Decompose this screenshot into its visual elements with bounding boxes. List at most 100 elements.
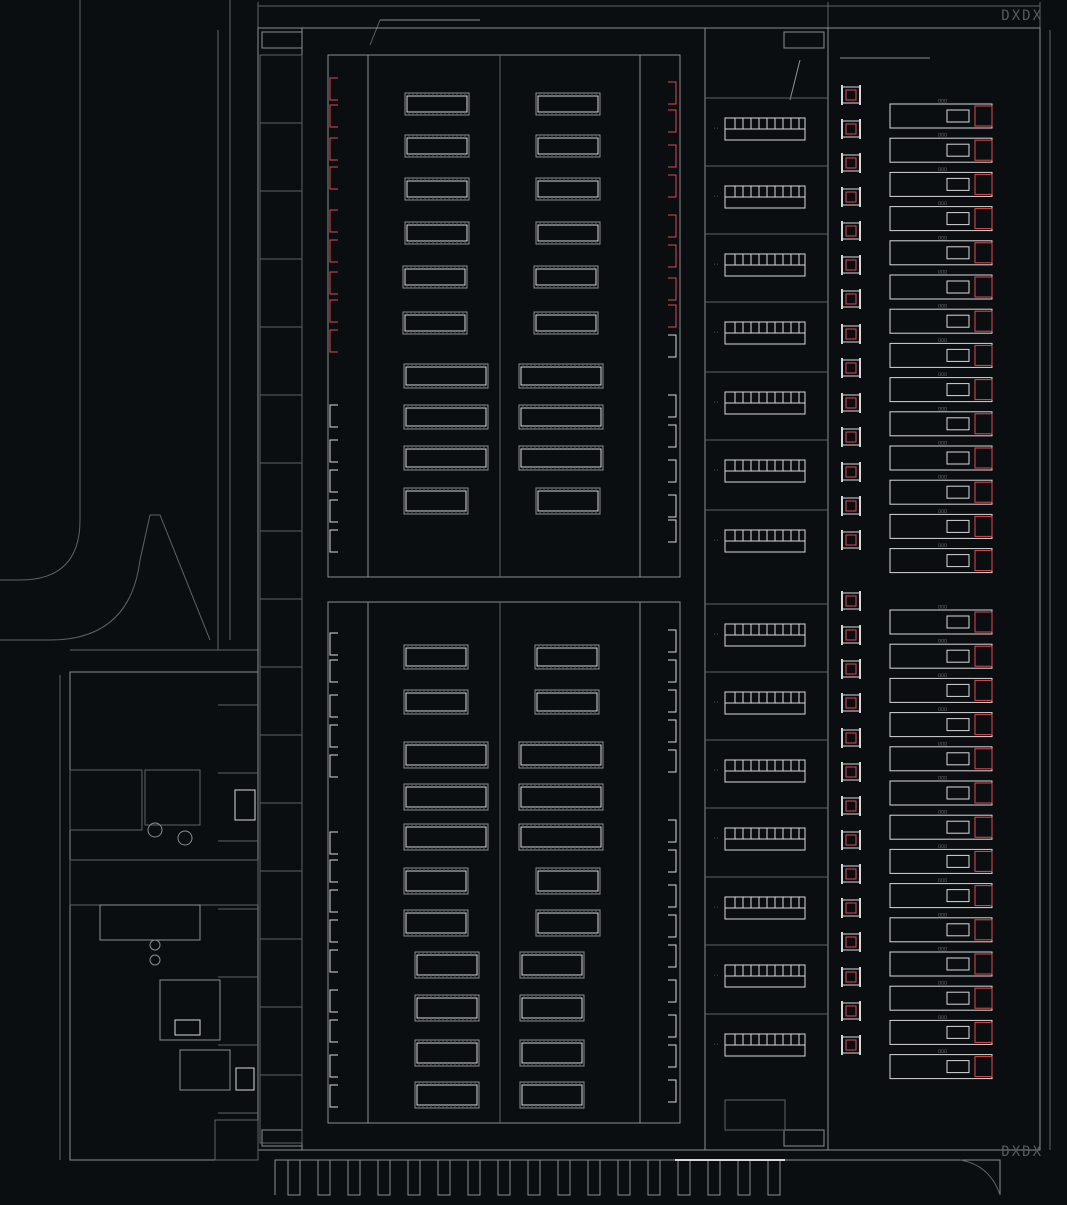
svg-text:▢▢▢: ▢▢▢ bbox=[938, 775, 947, 781]
dock-door bbox=[329, 271, 338, 295]
rack-row bbox=[534, 689, 600, 715]
dock-door bbox=[329, 1084, 338, 1108]
dock-door bbox=[668, 244, 677, 268]
dock-door bbox=[329, 632, 338, 656]
truck-stall bbox=[889, 780, 993, 806]
dock-door bbox=[668, 277, 677, 301]
apron-bay bbox=[587, 1159, 601, 1196]
forklift-icon bbox=[841, 626, 861, 644]
equipment-column: ···························· bbox=[705, 97, 828, 1131]
svg-text:▢▢▢: ▢▢▢ bbox=[938, 337, 947, 343]
west-dock-cell bbox=[259, 870, 303, 940]
rack-row bbox=[519, 1039, 585, 1067]
west-dock-cell bbox=[259, 394, 303, 464]
dock-door bbox=[668, 494, 677, 518]
dock-door bbox=[668, 519, 677, 543]
hall-outline bbox=[327, 54, 681, 578]
dock-door bbox=[329, 1054, 338, 1078]
rack-row bbox=[518, 404, 604, 430]
apron-bay bbox=[347, 1159, 361, 1196]
dock-door bbox=[329, 1019, 338, 1043]
rack-row bbox=[403, 783, 489, 811]
svg-text:▢▢▢: ▢▢▢ bbox=[938, 946, 947, 952]
svg-text:▢▢▢: ▢▢▢ bbox=[938, 604, 947, 610]
apron-bay bbox=[647, 1159, 661, 1196]
dock-door bbox=[329, 724, 338, 748]
rack-row bbox=[518, 783, 604, 811]
svg-text:▢▢▢: ▢▢▢ bbox=[938, 372, 947, 378]
apron-bay bbox=[287, 1159, 301, 1196]
svg-text:··: ·· bbox=[713, 1042, 719, 1048]
truck-stall bbox=[889, 445, 993, 471]
apron-bay bbox=[377, 1159, 391, 1196]
apron-bay bbox=[407, 1159, 421, 1196]
truck-stall bbox=[889, 814, 993, 840]
west-dock-cell bbox=[259, 122, 303, 192]
apron-bay bbox=[557, 1159, 571, 1196]
dock-door bbox=[668, 109, 677, 133]
loading-apron bbox=[274, 1159, 1001, 1196]
truck-stall bbox=[889, 609, 993, 635]
truck-stall bbox=[889, 848, 993, 874]
rack-row bbox=[518, 363, 604, 389]
apron-bay bbox=[707, 1159, 721, 1196]
dock-door bbox=[329, 469, 338, 493]
truck-stall bbox=[889, 411, 993, 437]
rack-row bbox=[403, 363, 489, 389]
rack-row bbox=[535, 867, 601, 895]
corner-mark-bottom: DXDX bbox=[1001, 1144, 1043, 1160]
rack-row bbox=[414, 951, 480, 979]
truck-stall bbox=[889, 643, 993, 669]
truck-stall bbox=[889, 677, 993, 703]
truck-stall bbox=[889, 342, 993, 368]
svg-text:▢▢▢: ▢▢▢ bbox=[938, 638, 947, 644]
forklift-icon bbox=[841, 831, 861, 849]
dock-doors bbox=[329, 77, 677, 1108]
site-context bbox=[0, 0, 1051, 1160]
rack-row bbox=[519, 951, 585, 979]
office-block bbox=[69, 671, 259, 1161]
west-dock-cell bbox=[259, 462, 303, 532]
svg-text:▢▢▢: ▢▢▢ bbox=[938, 1014, 947, 1020]
svg-text:▢▢▢: ▢▢▢ bbox=[938, 1049, 947, 1055]
truck-stall bbox=[889, 712, 993, 738]
dock-door bbox=[329, 439, 338, 463]
west-dock-cell bbox=[259, 530, 303, 600]
apron-bay bbox=[527, 1159, 541, 1196]
forklift-icon bbox=[841, 290, 861, 308]
dock-door bbox=[668, 1044, 677, 1068]
west-dock-cell bbox=[259, 54, 303, 124]
svg-text:▢▢▢: ▢▢▢ bbox=[938, 707, 947, 713]
office-outline bbox=[69, 671, 259, 1161]
apron-bay bbox=[737, 1159, 751, 1196]
tank-icon bbox=[177, 830, 193, 846]
dock-door bbox=[329, 659, 338, 683]
west-dock-cell bbox=[259, 734, 303, 804]
west-dock-cell bbox=[259, 666, 303, 736]
forklift-icon bbox=[841, 729, 861, 747]
svg-text:▢▢▢: ▢▢▢ bbox=[938, 980, 947, 986]
truck-stall bbox=[889, 883, 993, 909]
forklift-icons bbox=[841, 85, 861, 1055]
svg-text:▢▢▢: ▢▢▢ bbox=[938, 303, 947, 309]
svg-text:··: ·· bbox=[713, 400, 719, 406]
svg-text:··: ·· bbox=[713, 262, 719, 268]
west-dock-cell bbox=[259, 598, 303, 668]
dock-door bbox=[329, 831, 338, 855]
forklift-icon bbox=[841, 359, 861, 377]
forklift-icon bbox=[841, 120, 861, 138]
building-shell bbox=[257, 27, 1041, 1151]
rack-row bbox=[403, 689, 469, 715]
forklift-icon bbox=[841, 531, 861, 549]
forklift-icon bbox=[841, 497, 861, 515]
svg-text:··: ·· bbox=[713, 538, 719, 544]
forklift-icon bbox=[841, 933, 861, 951]
svg-text:▢▢▢: ▢▢▢ bbox=[938, 132, 947, 138]
dock-door bbox=[329, 404, 338, 428]
rack-row bbox=[403, 445, 489, 471]
hall-outline bbox=[327, 601, 681, 1124]
truck-stall bbox=[889, 513, 993, 539]
dock-door bbox=[668, 979, 677, 1003]
rack-row bbox=[535, 487, 601, 515]
dock-door bbox=[668, 174, 677, 198]
